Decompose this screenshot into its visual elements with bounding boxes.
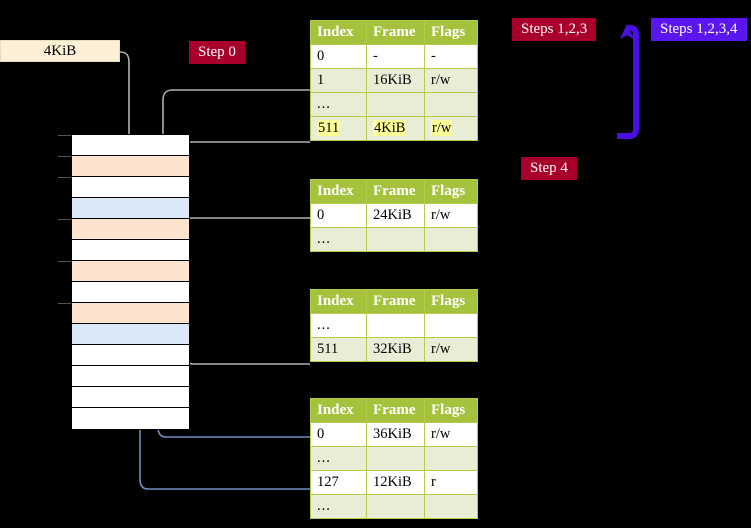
table-cell: 36KiB (366, 422, 425, 447)
memory-frame-row (72, 366, 189, 387)
badge-step-0: Step 0 (189, 41, 245, 64)
table-cell: ... (310, 227, 367, 252)
memory-frame-row (72, 303, 189, 324)
table-cell: - (424, 44, 478, 69)
table-cell: ... (310, 313, 367, 338)
memory-frame-row (72, 282, 189, 303)
badge-steps-1234: Steps 1,2,3,4 (651, 18, 747, 41)
table-cell (366, 313, 425, 338)
memory-tick (58, 135, 71, 136)
table-cell (424, 313, 478, 338)
memory-frame-row (72, 240, 189, 261)
column-header-index: Index (310, 289, 367, 314)
table-cell: 0 (310, 44, 367, 69)
memory-tick (58, 303, 71, 304)
table-cell (424, 446, 478, 471)
column-header-index: Index (310, 398, 367, 423)
table-cell: 16KiB (366, 68, 425, 93)
table-cell: 24KiB (366, 203, 425, 228)
memory-frame-row (72, 135, 189, 156)
physical-memory-column (71, 134, 190, 430)
memory-tick (58, 156, 71, 157)
wire-l2-to-memory (185, 316, 310, 365)
table-cell: r/w (424, 337, 478, 362)
table-cell: 12KiB (366, 470, 425, 495)
memory-frame-row (72, 387, 189, 408)
table-cell (424, 494, 478, 519)
column-header-frame: Frame (366, 179, 425, 204)
wire-l3-to-memory (176, 217, 310, 248)
column-header-frame: Frame (366, 398, 425, 423)
memory-frame-row (72, 261, 189, 282)
table-cell: 0 (310, 203, 367, 228)
table-row: ... (310, 227, 478, 252)
badge-step-4: Step 4 (521, 157, 577, 180)
column-header-frame: Frame (366, 20, 425, 45)
table-cell: r/w (424, 116, 478, 141)
memory-frame-row (72, 177, 189, 198)
table-cell: r (424, 470, 478, 495)
table-row: 0-- (310, 44, 478, 69)
steps-bracket-arrow (617, 24, 639, 139)
memory-frame-row (72, 408, 189, 429)
badge-steps-123: Steps 1,2,3 (512, 18, 597, 41)
table-cell (424, 227, 478, 252)
table-row: ... (310, 92, 478, 117)
table-cell: ... (310, 494, 367, 519)
table-cell (366, 494, 425, 519)
column-header-frame: Frame (366, 289, 425, 314)
table-cell: 127 (310, 470, 367, 495)
memory-frame-row (72, 219, 189, 240)
table-cell: r/w (424, 422, 478, 447)
table-cell: 1 (310, 68, 367, 93)
memory-tick (58, 177, 71, 178)
memory-frame-row (72, 345, 189, 366)
table-cell: 511 (310, 337, 367, 362)
table-cell: 511 (310, 116, 367, 141)
column-header-index: Index (310, 179, 367, 204)
memory-tick (58, 219, 71, 220)
column-header-flags: Flags (424, 20, 478, 45)
column-header-flags: Flags (424, 289, 478, 314)
table-cell (424, 92, 478, 117)
table-cell: r/w (424, 68, 478, 93)
table-row: ... (310, 446, 478, 471)
memory-frame-row (72, 198, 189, 219)
memory-frame-row (72, 324, 189, 345)
table-cell (366, 92, 425, 117)
memory-frame-row (72, 156, 189, 177)
table-cell: 32KiB (366, 337, 425, 362)
table-cell: 0 (310, 422, 367, 447)
size-label-box: 4KiB (0, 40, 120, 62)
memory-tick (58, 261, 71, 262)
table-row: ... (310, 494, 478, 519)
table-cell (366, 227, 425, 252)
table-cell: 4KiB (366, 116, 425, 141)
column-header-flags: Flags (424, 398, 478, 423)
table-cell: - (366, 44, 425, 69)
column-header-index: Index (310, 20, 367, 45)
table-cell (366, 446, 425, 471)
column-header-flags: Flags (424, 179, 478, 204)
table-row: ... (310, 313, 478, 338)
table-cell: ... (310, 446, 367, 471)
table-cell: ... (310, 92, 367, 117)
table-cell: r/w (424, 203, 478, 228)
